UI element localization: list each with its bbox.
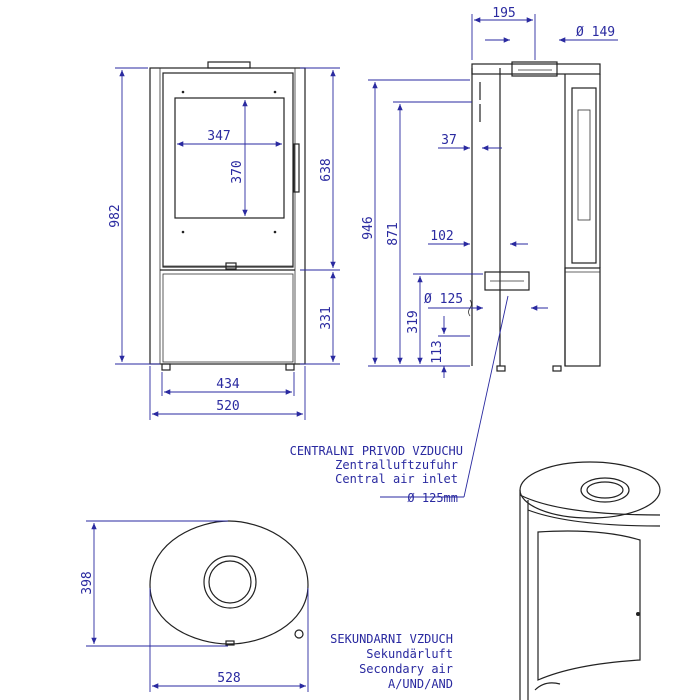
front-door-frame	[162, 72, 294, 268]
front-flue-stub	[207, 61, 251, 69]
dim-offset-37: 37	[441, 133, 457, 148]
central-air-label-de: Zentralluftzufuhr	[335, 458, 458, 472]
dim-top-width-528: 528	[217, 671, 240, 686]
dim-width-520: 520	[216, 399, 239, 414]
dim-inlet-diameter-125: Ø 125	[424, 292, 463, 307]
side-air-inlet	[484, 271, 530, 291]
perspective-flue-outer	[580, 477, 630, 503]
dim-glass-height-370: 370	[230, 160, 245, 183]
top-flue-outer	[203, 555, 257, 609]
side-flue-outlet	[511, 61, 558, 77]
top-view-outline	[149, 520, 309, 645]
perspective-flue-inner	[586, 481, 624, 499]
central-air-note: CENTRALNI PRIVOD VZDUCHU Zentralluftzufu…	[290, 444, 463, 505]
side-door-inner	[577, 109, 591, 221]
secondary-air-label-en: Secondary air	[359, 662, 453, 676]
front-lower-panel	[162, 273, 294, 363]
dim-height-982: 982	[108, 204, 123, 227]
side-foot-back	[496, 365, 506, 372]
side-lower-body	[564, 267, 601, 367]
dim-height-871: 871	[386, 222, 401, 245]
dim-flue-diameter-149: Ø 149	[576, 25, 615, 40]
top-handle	[294, 629, 304, 639]
dim-top-depth-398: 398	[80, 571, 95, 594]
front-door-handle	[293, 143, 300, 193]
dim-height-331: 331	[319, 306, 334, 329]
perspective-view	[519, 461, 661, 700]
side-view	[468, 61, 601, 372]
front-foot-right	[285, 363, 295, 371]
side-foot-front	[552, 365, 562, 372]
secondary-air-label-and: A/UND/AND	[388, 677, 453, 691]
dim-width-434: 434	[216, 377, 240, 392]
side-top-cap	[471, 63, 601, 75]
secondary-air-label-cz: SEKUNDARNI VZDUCH	[330, 632, 453, 646]
front-air-control	[225, 262, 237, 270]
central-air-diameter: Ø 125mm	[407, 491, 458, 505]
front-view	[149, 61, 306, 371]
dim-depth-195: 195	[492, 6, 515, 21]
dim-height-319: 319	[406, 310, 421, 333]
top-flue-inner	[208, 560, 252, 604]
central-air-label-cz: CENTRALNI PRIVOD VZDUCHU	[290, 444, 463, 458]
front-foot-left	[161, 363, 171, 371]
side-dimensions: 195 Ø 149 37 946 871 102 319 Ø 125 113	[361, 6, 618, 498]
dim-height-946: 946	[361, 216, 376, 239]
side-door-panel	[571, 87, 597, 264]
secondary-air-note: SEKUNDARNI VZDUCH Sekundärluft Secondary…	[330, 632, 453, 691]
central-air-label-en: Central air inlet	[335, 472, 458, 486]
front-dimensions: 982 638 331 347 370 434 520	[108, 67, 340, 420]
secondary-air-label-de: Sekundärluft	[366, 647, 453, 661]
dim-offset-102: 102	[430, 229, 453, 244]
perspective-top	[519, 461, 661, 519]
dim-height-638: 638	[319, 158, 334, 181]
front-body-outline	[149, 67, 306, 365]
top-dimensions: 398 528	[80, 520, 309, 692]
top-view	[149, 520, 309, 646]
top-front-knob	[225, 640, 235, 646]
dim-height-113: 113	[430, 340, 445, 363]
front-glass	[174, 97, 285, 219]
perspective-door-glass	[537, 530, 641, 681]
dim-glass-width-347: 347	[207, 129, 230, 144]
